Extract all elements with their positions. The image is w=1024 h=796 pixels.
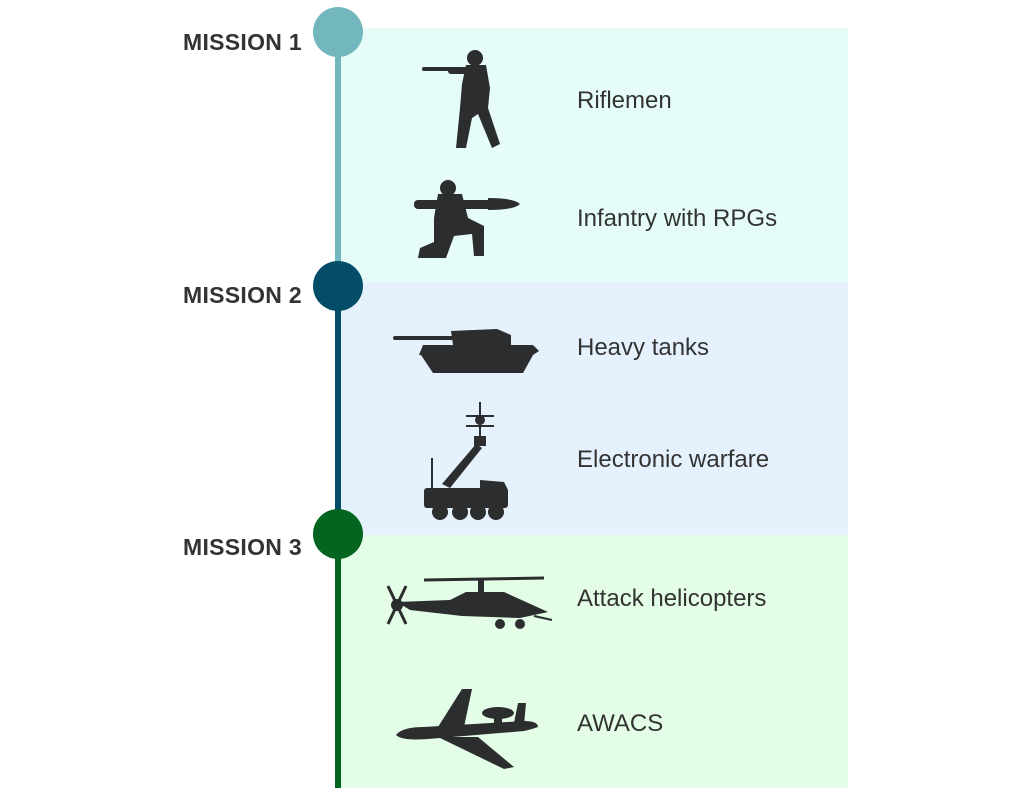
mission-1-label: MISSION 1 bbox=[182, 29, 302, 55]
item-label-awacs: AWACS bbox=[577, 710, 664, 737]
timeline-segment-2 bbox=[335, 286, 341, 534]
timeline-segment-1 bbox=[335, 30, 341, 286]
mission-3-node bbox=[313, 509, 363, 559]
mission-3-label: MISSION 3 bbox=[182, 534, 302, 560]
mission-2-node bbox=[313, 261, 363, 311]
mission-3-panel bbox=[340, 535, 848, 788]
item-label-attack-helicopters: Attack helicopters bbox=[577, 585, 767, 612]
attack-helicopter-icon bbox=[380, 572, 556, 634]
tank-icon bbox=[393, 325, 539, 379]
electronic-warfare-vehicle-icon bbox=[420, 400, 510, 524]
rpg-soldier-icon bbox=[410, 178, 522, 262]
mission-2-panel bbox=[340, 282, 848, 535]
rifleman-icon bbox=[418, 48, 508, 152]
mission-2-label: MISSION 2 bbox=[182, 282, 302, 308]
item-label-riflemen: Riflemen bbox=[577, 87, 672, 114]
item-label-electronic-warfare: Electronic warfare bbox=[577, 446, 770, 473]
timeline-segment-3 bbox=[335, 534, 341, 788]
mission-1-node bbox=[313, 7, 363, 57]
item-label-heavy-tanks: Heavy tanks bbox=[577, 334, 710, 361]
item-label-infantry-with-rpgs: Infantry with RPGs bbox=[577, 205, 778, 232]
awacs-aircraft-icon bbox=[394, 683, 540, 773]
